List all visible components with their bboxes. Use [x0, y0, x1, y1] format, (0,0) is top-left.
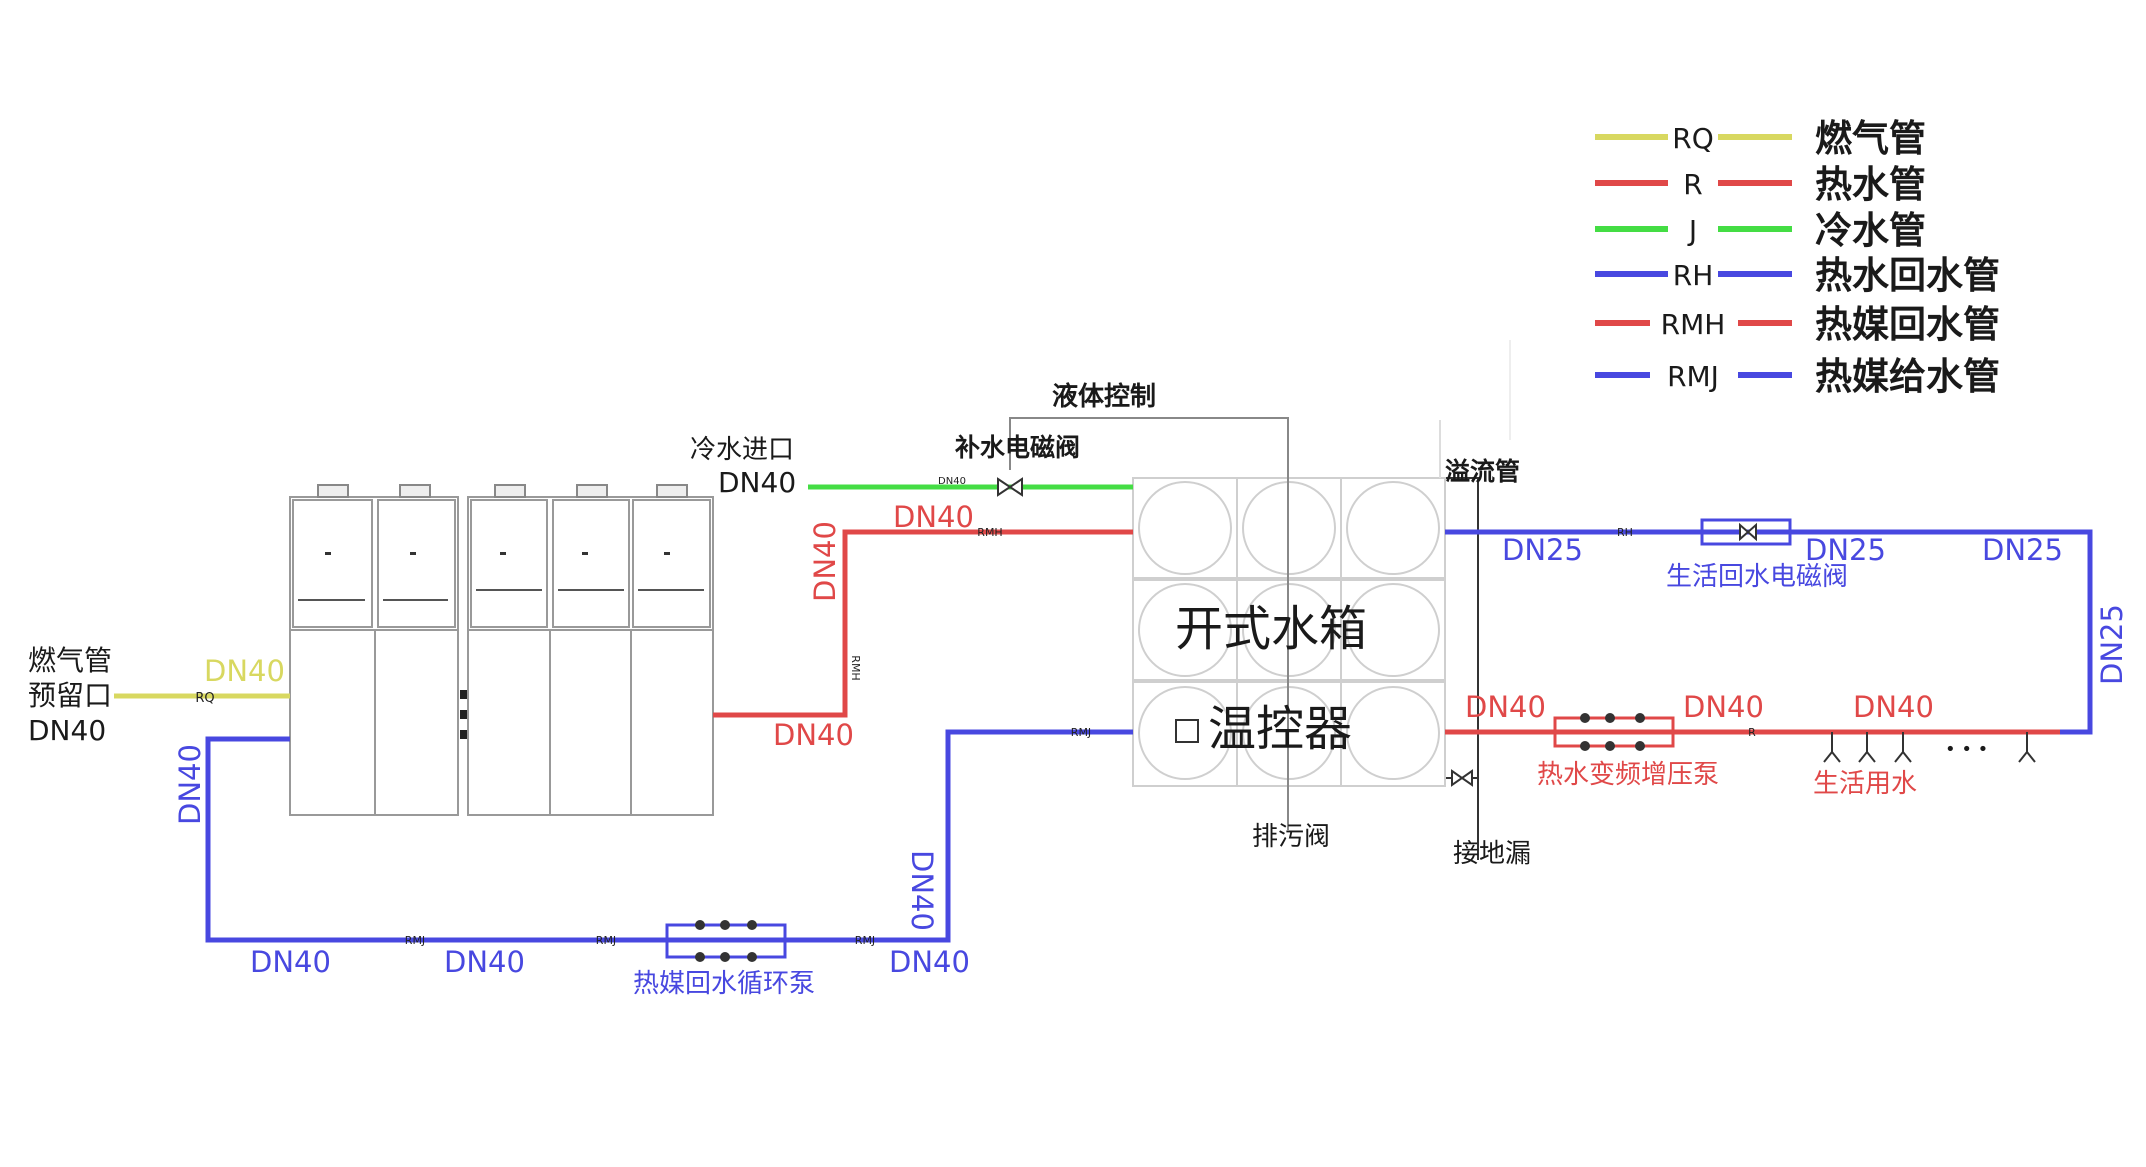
rmh-dn-horizontal: DN40 [893, 500, 974, 534]
hot-dn-2: DN40 [1683, 690, 1764, 724]
circulation-pump-label: 热媒回水循环泵 [633, 969, 815, 999]
rmj-bottom-tag-2: RMJ [596, 934, 616, 947]
tank-label: 开式水箱 [1175, 601, 1367, 657]
hot-pipe-tag: R [1748, 726, 1756, 739]
legend-name: 热水管 [1815, 163, 1926, 206]
legend-code: RH [1673, 259, 1714, 292]
legend-name: 冷水管 [1815, 209, 1926, 252]
overflow-pipe [1446, 477, 1479, 860]
boiler-unit-4-top [552, 499, 630, 628]
legend-name: 热媒给水管 [1815, 355, 2000, 398]
domestic-ellipsis: • • • [1945, 739, 1988, 760]
legend-code: RMJ [1667, 360, 1719, 393]
gas-dn-label: DN40 [204, 654, 285, 688]
rh-dn-vertical: DN25 [2095, 604, 2129, 685]
flue-caps [317, 484, 688, 498]
legend-name: 热媒回水管 [1815, 303, 2000, 346]
legend-name: 热水回水管 [1815, 254, 2000, 297]
rmh-dn-vertical: DN40 [808, 521, 842, 602]
legend-name: 燃气管 [1815, 117, 1926, 160]
drain-valve-label: 排污阀 [1252, 822, 1330, 852]
floor-drain-label: 接地漏 [1453, 839, 1531, 869]
rmj-dn-left-vertical: DN40 [173, 744, 207, 825]
rmj-pipe [205, 729, 1133, 943]
rmh-vertical-tag: RMH [849, 655, 862, 680]
thermostat-box [1175, 719, 1199, 743]
boiler-unit-3-top [470, 499, 548, 628]
rmh-pipe [713, 529, 1133, 718]
rmh-pipe-tag: RMH [977, 526, 1002, 539]
legend-code: J [1687, 214, 1697, 247]
labels: 燃气管 预留口 DN40 DN40 冷水进口 DN40 补水电磁阀 液体控制 溢… [28, 382, 2129, 999]
circulation-pump [665, 920, 787, 962]
rmj-dn-bottom-2: DN40 [444, 945, 525, 979]
boiler-unit-5-top [632, 499, 711, 628]
makeup-solenoid-valve [997, 477, 1023, 497]
rh-dn-left: DN25 [1502, 533, 1583, 567]
rh-valve-label: 生活回水电磁阀 [1666, 562, 1848, 592]
cold-inlet-label-2: DN40 [718, 466, 796, 499]
legend-code: RQ [1672, 122, 1714, 155]
rmj-bottom-tag: RMJ [405, 934, 425, 947]
boiler-out-dn: DN40 [773, 718, 854, 752]
legend: RQ 燃气管 R 热水管 J 冷水管 RH 热水回水管 RMH 热媒回水管 RM… [1595, 117, 2000, 398]
rh-return-valve [1700, 518, 1792, 546]
hot-pump-label: 热水变频增压泵 [1537, 760, 1719, 790]
gas-pipe-tag: RQ [195, 691, 214, 706]
makeup-valve-label: 补水电磁阀 [955, 433, 1080, 462]
legend-code: RMH [1661, 308, 1726, 341]
rmj-bottom-tag-3: RMJ [855, 934, 875, 947]
boiler-unit-2-top [377, 499, 456, 628]
floor-drain-valve [1446, 769, 1478, 787]
rh-dn-mid: DN25 [1805, 533, 1886, 567]
rh-dn-right: DN25 [1982, 533, 2063, 567]
rmj-pipe-tag: RMJ [1071, 726, 1091, 739]
overflow-label: 溢流管 [1445, 457, 1520, 486]
cold-inlet-label-1: 冷水进口 [690, 435, 794, 465]
rmj-dn-bottom-3: DN40 [889, 945, 970, 979]
thermostat-label: 温控器 [1208, 701, 1352, 757]
rmj-dn-bottom-1: DN40 [250, 945, 331, 979]
cold-pipe-tag: DN40 [938, 476, 966, 487]
hot-dn-3: DN40 [1853, 690, 1934, 724]
boiler-unit-1-top [292, 499, 373, 628]
legend-code: R [1683, 168, 1702, 201]
boiler-units [289, 484, 714, 816]
rh-pipe-tag: RH [1617, 526, 1633, 539]
domestic-label: 生活用水 [1813, 769, 1917, 799]
gas-reserved-label-3: DN40 [28, 714, 106, 747]
liquid-control-label: 液体控制 [1052, 382, 1156, 412]
rmj-dn-right-vertical: DN40 [905, 850, 939, 931]
domestic-outlets [1823, 732, 2036, 763]
gas-reserved-label-2: 预留口 [28, 679, 112, 712]
gas-reserved-label-1: 燃气管 [28, 644, 112, 677]
hot-water-booster-pump [1553, 713, 1675, 751]
hot-dn-1: DN40 [1465, 690, 1546, 724]
